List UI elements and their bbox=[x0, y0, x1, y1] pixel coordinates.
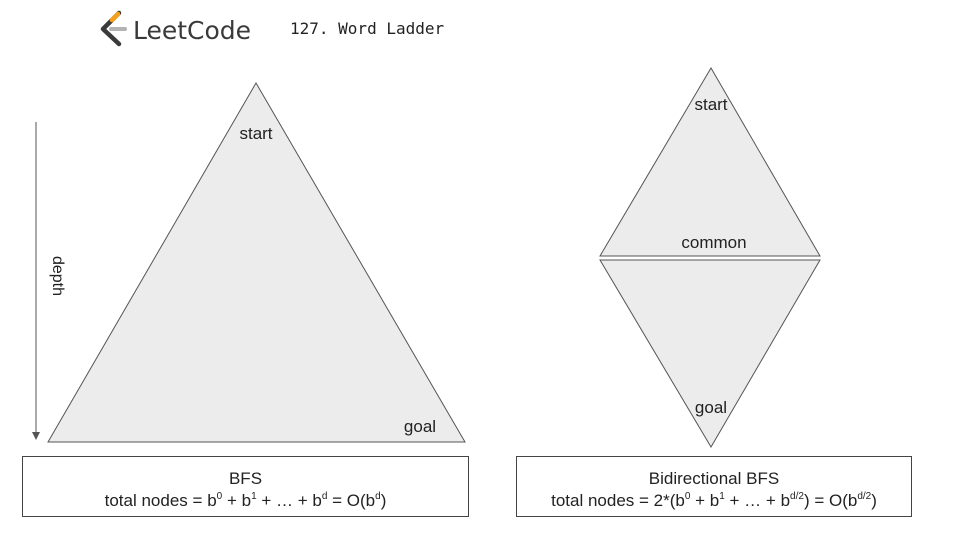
formula-prefix: total nodes = 2*( bbox=[551, 491, 676, 510]
leetcode-logo: LeetCode bbox=[100, 10, 251, 47]
formula-term-exponent: d/2 bbox=[790, 491, 804, 502]
bfs-start-label: start bbox=[239, 124, 272, 143]
formula-term-base: O(b bbox=[346, 491, 376, 510]
formula-term-exponent: d/2 bbox=[857, 491, 872, 502]
bfs-caption-title: BFS bbox=[228, 469, 263, 488]
formula-term-base: b bbox=[780, 491, 791, 510]
formula-term-base: b bbox=[709, 491, 720, 510]
formula-term-base: b bbox=[675, 491, 685, 510]
bidi-common-label: common bbox=[681, 233, 746, 252]
formula-term-exponent: 1 bbox=[719, 491, 725, 502]
bfs-caption-box: BFS total nodes = b0 + b1 + … + bd = O(b… bbox=[22, 456, 469, 517]
bidirectional-diagram: start common goal bbox=[599, 67, 821, 448]
problem-title: 127. Word Ladder bbox=[290, 19, 444, 38]
bfs-formula: total nodes = b0 + b1 + … + bd = O(bd) bbox=[23, 490, 468, 512]
formula-term-exponent: 1 bbox=[251, 491, 257, 502]
formula-term-exponent: d bbox=[321, 491, 328, 502]
formula-term-base: O(b bbox=[828, 491, 858, 510]
depth-axis-label: depth bbox=[49, 256, 66, 296]
bidi-caption-box: Bidirectional BFS total nodes = 2*(b0 + … bbox=[516, 456, 912, 517]
bidi-caption-title: Bidirectional BFS bbox=[648, 469, 780, 488]
leetcode-logo-icon bbox=[100, 10, 127, 47]
backward-search-triangle bbox=[599, 259, 821, 448]
formula-operator: + bbox=[690, 491, 710, 510]
formula-term-exponent: 0 bbox=[684, 491, 691, 502]
formula-term-exponent: d bbox=[375, 491, 381, 502]
formula-operator: + … + bbox=[724, 491, 781, 510]
depth-axis-arrowhead bbox=[32, 432, 40, 440]
formula-operator: ) = bbox=[803, 491, 829, 510]
formula-operator: = bbox=[327, 491, 347, 510]
bfs-search-triangle bbox=[47, 82, 466, 443]
formula-operator: ) bbox=[871, 491, 877, 510]
bfs-goal-label: goal bbox=[404, 417, 436, 436]
formula-term-exponent: 0 bbox=[216, 491, 223, 502]
formula-operator: ) bbox=[380, 491, 387, 510]
bfs-diagram: depth start goal bbox=[32, 82, 466, 443]
bidi-goal-label: goal bbox=[695, 398, 727, 417]
formula-term-base: b bbox=[312, 491, 322, 510]
formula-term-base: b bbox=[207, 491, 217, 510]
logo-text: LeetCode bbox=[133, 16, 251, 45]
forward-search-triangle bbox=[599, 67, 821, 257]
bidi-formula: total nodes = 2*(b0 + b1 + … + bd/2) = O… bbox=[517, 490, 911, 512]
formula-operator: + … + bbox=[256, 491, 313, 510]
formula-prefix: total nodes = bbox=[104, 491, 208, 510]
bidi-start-label: start bbox=[694, 95, 727, 114]
formula-operator: + bbox=[222, 491, 242, 510]
formula-term-base: b bbox=[241, 491, 252, 510]
